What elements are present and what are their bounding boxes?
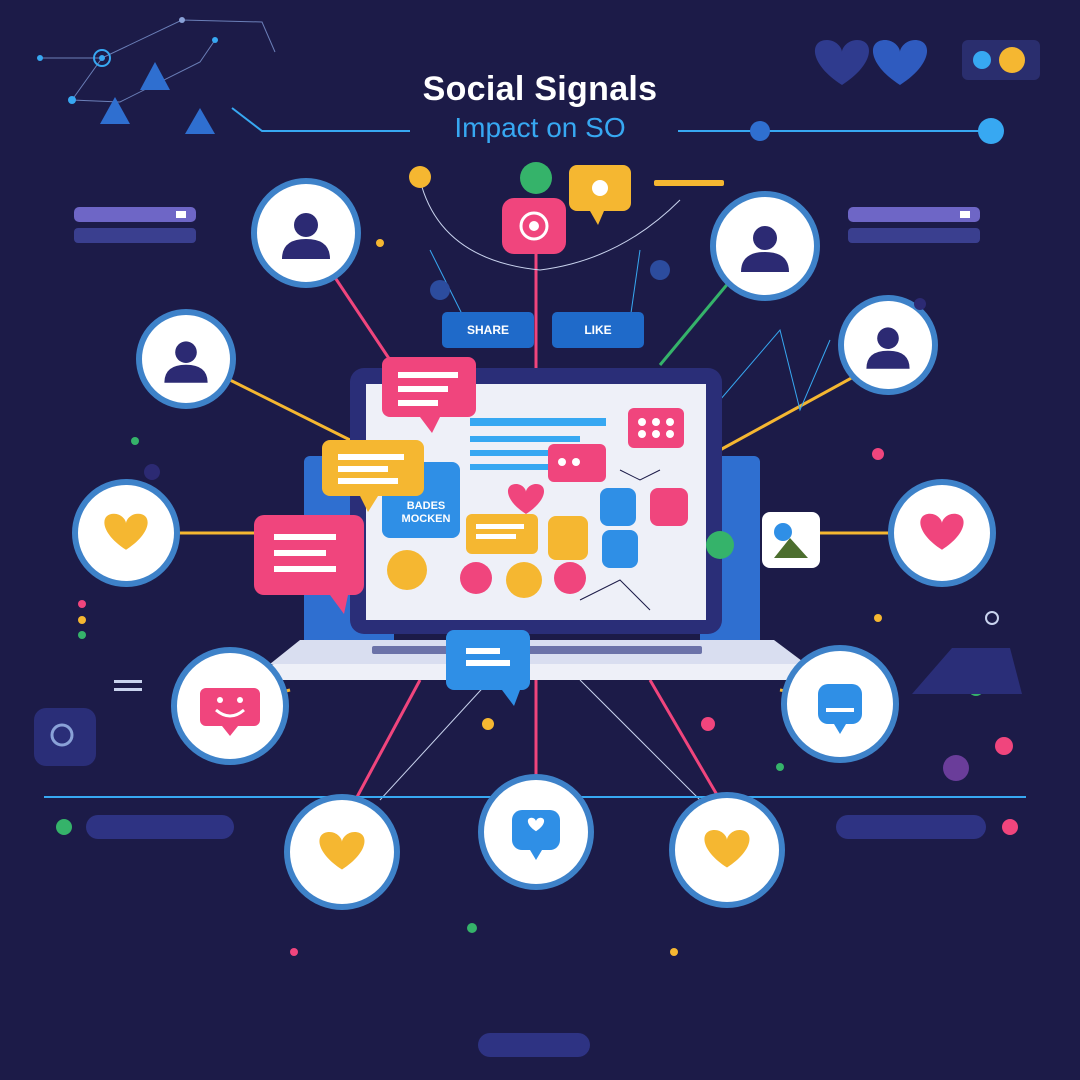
node-heart-right [888, 479, 996, 587]
node-user-mid-right [838, 295, 938, 395]
top-social-icons [409, 162, 724, 300]
emoji-icon [200, 688, 260, 736]
scattered-dots [34, 239, 1022, 956]
decor-network-top-left [37, 17, 276, 134]
bottom-pills [86, 815, 986, 1057]
node-chat-right [781, 645, 899, 763]
label-bar-top-right [848, 207, 980, 243]
decor-hearts-top-right [814, 40, 1040, 85]
node-user-mid-left [136, 309, 236, 409]
chat-bubble-icon [818, 684, 862, 734]
page-subtitle: Impact on SO [454, 112, 626, 143]
photo-card [706, 512, 820, 568]
screen-content [382, 408, 688, 611]
node-heart-bottom-right [669, 792, 785, 908]
chat-bubbles [254, 357, 530, 706]
node-chat-bottom-center [478, 774, 594, 890]
page-title: Social Signals [422, 70, 658, 108]
share-button[interactable]: SHARE [442, 312, 534, 348]
chat-bubble-icon [512, 810, 560, 860]
node-emoji-left [171, 647, 289, 765]
screen-tile-text: BADES MOCKEN [401, 500, 451, 525]
like-button[interactable]: LIKE [552, 312, 644, 348]
title-divider [231, 107, 1004, 144]
node-user-top-left [251, 178, 361, 288]
node-heart-left [72, 479, 180, 587]
node-user-top-right [710, 191, 820, 301]
label-bar-top-left [74, 207, 196, 243]
node-heart-bottom-left [284, 794, 400, 910]
